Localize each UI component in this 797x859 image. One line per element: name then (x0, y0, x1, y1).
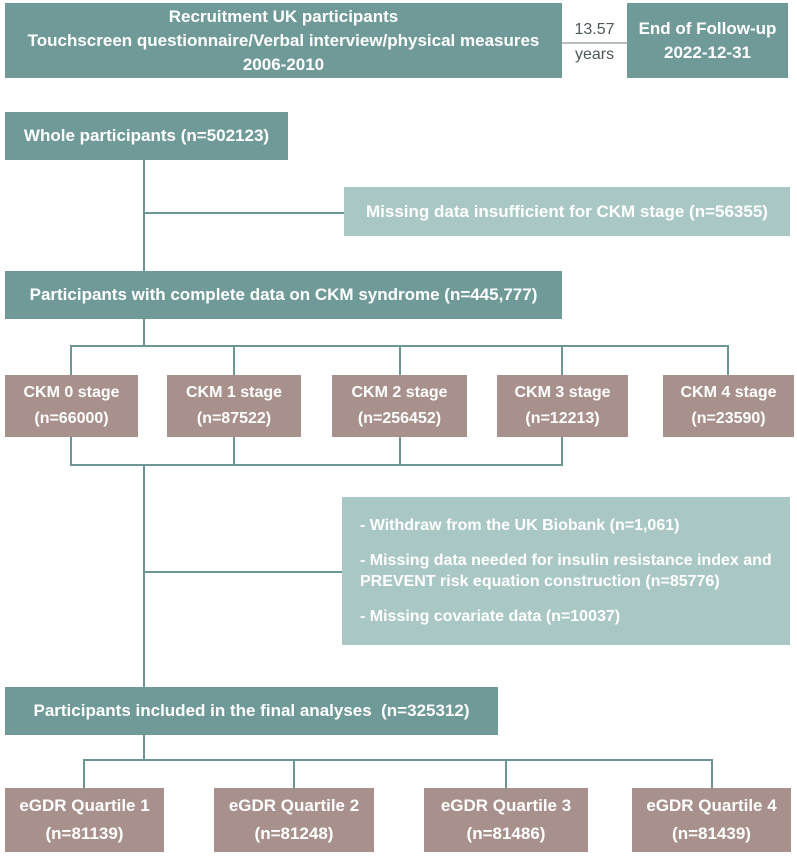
followup-line2: 2022-12-31 (664, 42, 751, 62)
connector-line (233, 437, 235, 466)
final-analyses-box: Participants included in the final analy… (5, 687, 498, 735)
duration-divider-line (562, 42, 627, 44)
quartile-2-box: eGDR Quartile 2 (n=81248) (214, 788, 374, 852)
connector-line (143, 160, 145, 271)
ckm-stage-1-count: (n=87522) (196, 410, 272, 427)
quartile-4-count: (n=81439) (672, 824, 751, 843)
ckm-stage-2-box: CKM 2 stage (n=256452) (332, 375, 467, 437)
missing-ckm-box: Missing data insufficient for CKM stage … (344, 187, 790, 236)
quartile-3-box: eGDR Quartile 3 (n=81486) (424, 788, 588, 852)
quartile-1-title: eGDR Quartile 1 (19, 796, 150, 815)
exclusions-box: - Withdraw from the UK Biobank (n=1,061)… (342, 497, 790, 645)
recruitment-line1: Recruitment UK participants (168, 6, 399, 26)
connector-line (399, 345, 401, 375)
ckm-stage-1-box: CKM 1 stage (n=87522) (167, 375, 301, 437)
ckm-stage-3-title: CKM 3 stage (514, 384, 611, 401)
quartile-3-count: (n=81486) (466, 824, 546, 843)
whole-participants-label: Whole participants (n=502123) (23, 126, 270, 145)
missing-ckm-label: Missing data insufficient for CKM stage … (366, 201, 768, 221)
connector-line (143, 464, 145, 687)
connector-line (143, 212, 344, 214)
ckm-stage-3-count: (n=12213) (525, 410, 600, 427)
connector-line (727, 345, 729, 375)
connector-line (70, 464, 563, 466)
recruitment-line2: Touchscreen questionnaire/Verbal intervi… (27, 30, 540, 50)
followup-box: End of Follow-up 2022-12-31 (627, 3, 788, 78)
ckm-stage-2-title: CKM 2 stage (351, 384, 448, 401)
complete-data-box: Participants with complete data on CKM s… (5, 271, 562, 319)
ckm-stage-0-title: CKM 0 stage (23, 384, 120, 401)
connector-line (83, 759, 713, 761)
connector-line (143, 319, 145, 347)
followup-duration-value: 13.57 (574, 21, 615, 38)
ckm-stage-1-title: CKM 1 stage (185, 384, 283, 401)
recruitment-line3: 2006-2010 (242, 54, 325, 74)
connector-line (399, 437, 401, 466)
quartile-4-box: eGDR Quartile 4 (n=81439) (632, 788, 791, 852)
connector-line (505, 759, 507, 788)
connector-line (143, 735, 145, 761)
ckm-stage-4-count: (n=23590) (691, 410, 766, 427)
quartile-2-title: eGDR Quartile 2 (228, 796, 360, 815)
quartile-2-count: (n=81248) (254, 824, 334, 843)
followup-line1: End of Follow-up (638, 18, 777, 38)
followup-duration-unit: years (574, 46, 615, 63)
quartile-1-box: eGDR Quartile 1 (n=81139) (5, 788, 164, 852)
exclusion-item-3: - Missing covariate data (n=10037) (360, 608, 621, 625)
complete-data-label: Participants with complete data on CKM s… (29, 285, 538, 304)
connector-line (233, 345, 235, 375)
quartile-3-title: eGDR Quartile 3 (440, 796, 572, 815)
ckm-stage-4-title: CKM 4 stage (680, 384, 777, 401)
ckm-stage-0-box: CKM 0 stage (n=66000) (5, 375, 138, 437)
connector-line (293, 759, 295, 788)
connector-line (561, 437, 563, 466)
connector-line (561, 345, 563, 375)
connector-line (83, 759, 85, 788)
connector-line (143, 571, 342, 573)
ckm-stage-0-count: (n=66000) (34, 410, 109, 427)
connector-line (711, 759, 713, 788)
connector-line (70, 437, 72, 466)
exclusion-item-2: - Missing data needed for insulin resist… (360, 552, 772, 590)
final-analyses-label: Participants included in the final analy… (33, 701, 470, 720)
connector-line (70, 345, 72, 375)
ckm-stage-3-box: CKM 3 stage (n=12213) (497, 375, 628, 437)
quartile-4-title: eGDR Quartile 4 (646, 796, 777, 815)
recruitment-box: Recruitment UK participants Touchscreen … (5, 3, 562, 78)
ckm-stage-4-box: CKM 4 stage (n=23590) (663, 375, 794, 437)
quartile-1-count: (n=81139) (45, 824, 124, 843)
ckm-stage-2-count: (n=256452) (357, 410, 442, 427)
whole-participants-box: Whole participants (n=502123) (5, 112, 288, 160)
exclusion-item-1: - Withdraw from the UK Biobank (n=1,061) (360, 517, 680, 534)
